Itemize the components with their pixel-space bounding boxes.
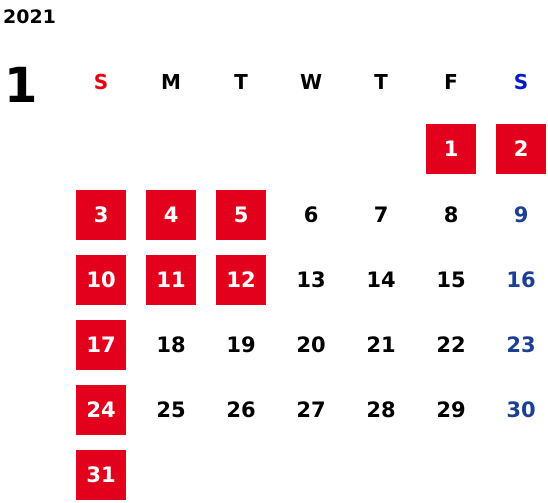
holiday-day-cell: 4 bbox=[146, 190, 196, 240]
day-cell: 7 bbox=[373, 203, 389, 227]
weekday-header: M bbox=[161, 70, 181, 94]
saturday-day-cell: 30 bbox=[506, 398, 536, 422]
day-cell: 6 bbox=[303, 203, 319, 227]
day-cell: 22 bbox=[436, 333, 466, 357]
saturday-day-cell: 23 bbox=[506, 333, 536, 357]
day-cell: 20 bbox=[296, 333, 326, 357]
saturday-day-cell: 9 bbox=[513, 203, 529, 227]
weekday-header: T bbox=[234, 70, 248, 94]
holiday-day-cell: 11 bbox=[146, 255, 196, 305]
day-cell: 21 bbox=[366, 333, 396, 357]
saturday-day-cell: 16 bbox=[506, 268, 536, 292]
weekday-header: S bbox=[93, 70, 109, 94]
day-cell: 8 bbox=[443, 203, 459, 227]
day-cell: 15 bbox=[436, 268, 466, 292]
day-cell: 26 bbox=[226, 398, 256, 422]
day-cell: 29 bbox=[436, 398, 466, 422]
weekday-header: S bbox=[513, 70, 529, 94]
holiday-day-cell: 3 bbox=[76, 190, 126, 240]
holiday-day-cell: 24 bbox=[76, 385, 126, 435]
holiday-day-cell: 17 bbox=[76, 320, 126, 370]
holiday-day-cell: 12 bbox=[216, 255, 266, 305]
year-label: 2021 bbox=[3, 6, 56, 28]
day-cell: 28 bbox=[366, 398, 396, 422]
holiday-day-cell: 10 bbox=[76, 255, 126, 305]
day-cell: 14 bbox=[366, 268, 396, 292]
day-cell: 19 bbox=[226, 333, 256, 357]
holiday-day-cell: 2 bbox=[496, 124, 546, 174]
day-cell: 13 bbox=[296, 268, 326, 292]
holiday-day-cell: 1 bbox=[426, 124, 476, 174]
weekday-header: W bbox=[299, 70, 323, 94]
day-cell: 18 bbox=[156, 333, 186, 357]
weekday-header: F bbox=[444, 70, 458, 94]
weekday-header: T bbox=[374, 70, 388, 94]
holiday-day-cell: 31 bbox=[76, 450, 126, 500]
holiday-day-cell: 5 bbox=[216, 190, 266, 240]
month-number: 1 bbox=[4, 58, 38, 114]
day-cell: 25 bbox=[156, 398, 186, 422]
day-cell: 27 bbox=[296, 398, 326, 422]
